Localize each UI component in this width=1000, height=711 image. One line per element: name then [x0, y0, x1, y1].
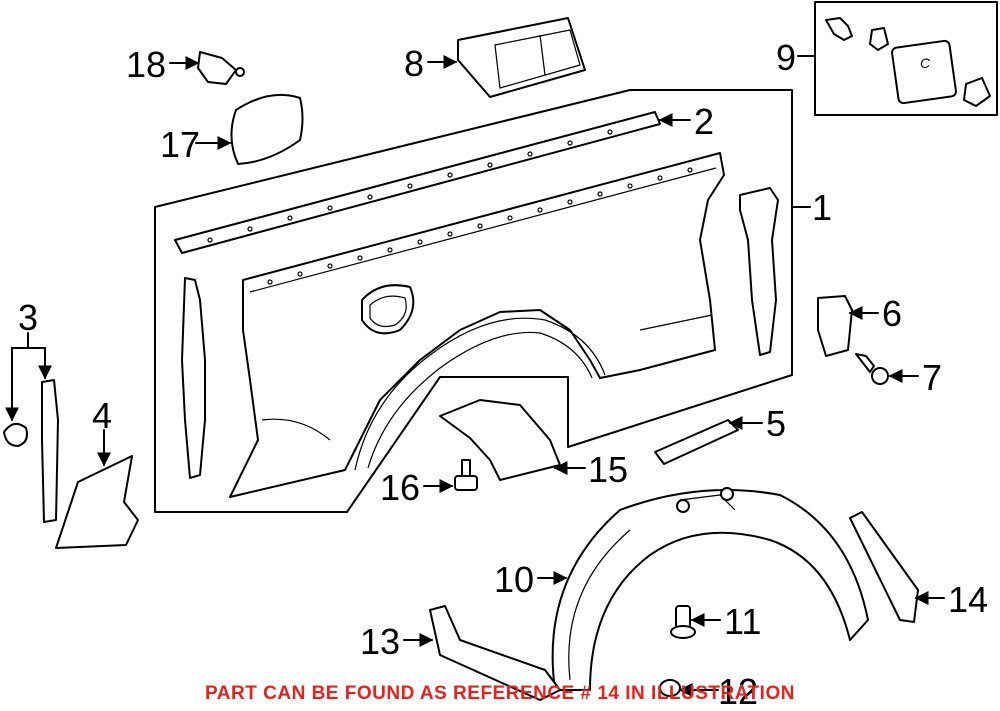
seal-part-14: [849, 511, 919, 623]
bracket-part-8: [457, 17, 586, 98]
clip-part-3: [3, 422, 28, 447]
bolt-part-7: [855, 353, 889, 385]
callout-12: 12: [718, 671, 758, 711]
assembly-frame: [154, 89, 793, 513]
right-bracket-part: [739, 187, 779, 356]
callout-1: 1: [812, 187, 832, 228]
pad-part-4: [55, 455, 139, 549]
left-bracket-part: [181, 277, 206, 479]
callout-15: 15: [588, 449, 628, 490]
kit-cap-letter: C: [920, 55, 931, 71]
cap-part-6: [817, 295, 853, 357]
flap-part-13: [429, 605, 561, 701]
clip-part-18-nut: [235, 67, 245, 77]
clip-part-11: [670, 605, 696, 639]
callout-3: 3: [18, 297, 38, 338]
callout-7: 7: [922, 357, 942, 398]
weatherstrip-part-3: [41, 379, 59, 523]
trim-part-5: [654, 419, 739, 465]
callout-13: 13: [360, 621, 400, 662]
clip-part-18: [197, 51, 237, 85]
kit-box-part-9: [814, 1, 998, 116]
callout-8: 8: [404, 43, 424, 84]
callout-4: 4: [92, 395, 112, 436]
callout-14: 14: [948, 579, 988, 620]
callout-18: 18: [126, 44, 166, 85]
reference-notice: PART CAN BE FOUND AS REFERENCE # 14 IN I…: [205, 683, 795, 704]
callout-5: 5: [766, 403, 786, 444]
bolt-part-16: [454, 459, 478, 491]
callout-9: 9: [776, 37, 796, 78]
splash-part-15: [439, 399, 561, 481]
callout-2: 2: [694, 101, 714, 142]
fuel-door-part-17: [230, 93, 304, 165]
kit-items: C: [825, 17, 991, 107]
callout-17: 17: [160, 124, 200, 165]
fender-liner-part-10: [551, 487, 869, 691]
callout-6: 6: [882, 293, 902, 334]
callout-11: 11: [724, 601, 761, 642]
leader-lines: [5, 55, 945, 697]
callout-16: 16: [380, 467, 420, 508]
bed-side-panel: [229, 152, 725, 498]
callout-10: 10: [494, 559, 534, 600]
